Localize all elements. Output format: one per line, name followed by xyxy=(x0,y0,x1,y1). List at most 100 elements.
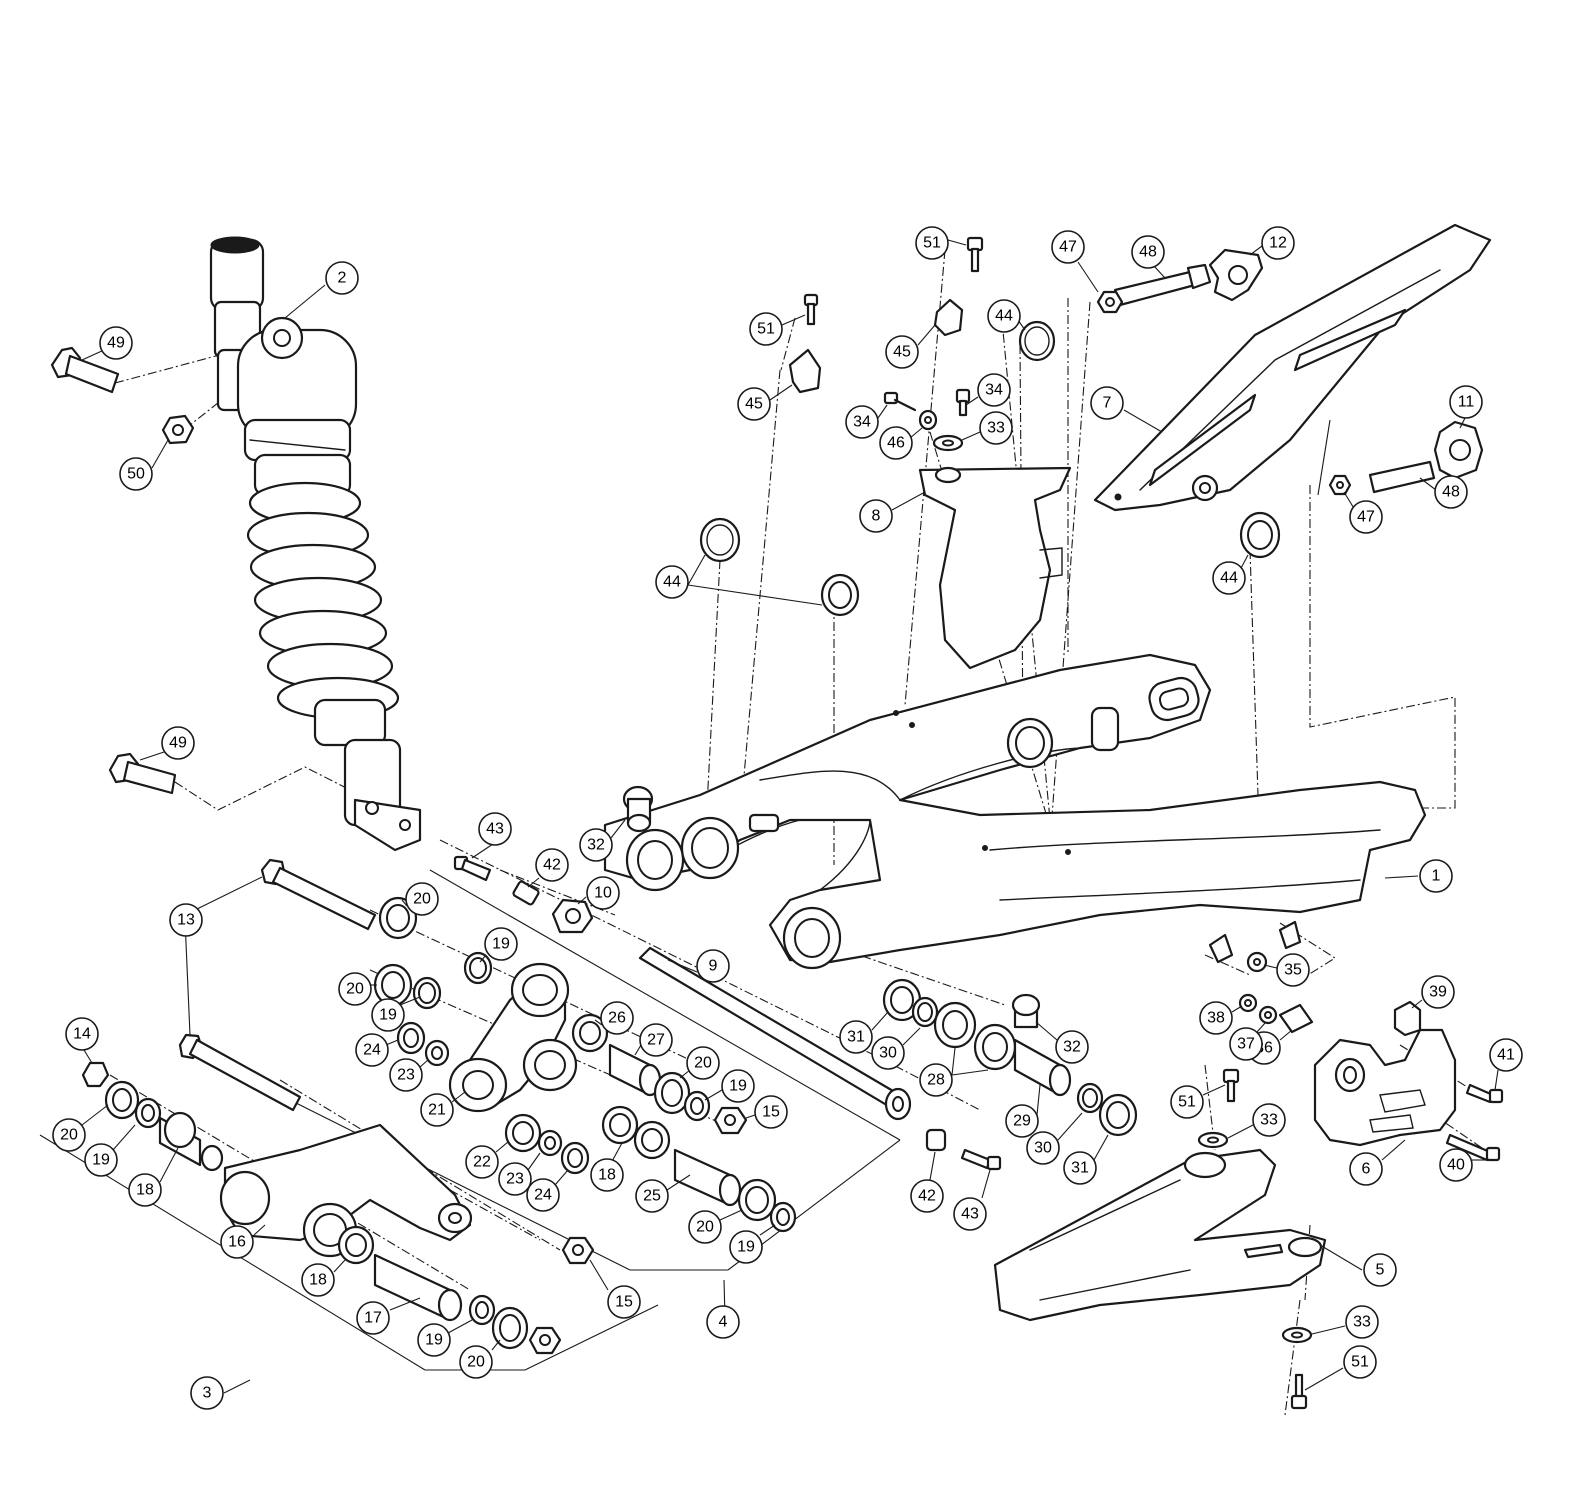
callout-19-f: 19 xyxy=(729,1224,776,1264)
callout-label: 4 xyxy=(719,1314,728,1331)
ring-23-right-part xyxy=(537,1129,563,1157)
callout-18-c: 18 xyxy=(590,1142,624,1192)
callout-label: 46 xyxy=(887,435,905,452)
callout-19-d: 19 xyxy=(84,1124,136,1177)
screw-34-left-part xyxy=(883,391,917,412)
adjuster-bolt-48-upper-part xyxy=(1113,263,1212,307)
callout-label: 51 xyxy=(923,235,941,252)
callout-24-b: 24 xyxy=(526,1169,569,1212)
callout-34-b: 34 xyxy=(965,373,1011,407)
clip-39-part xyxy=(1393,1000,1422,1037)
callout-45-a: 45 xyxy=(737,384,793,421)
bushing-42-lower-part xyxy=(925,1128,947,1152)
callout-19-b: 19 xyxy=(371,996,421,1032)
ring-30-upper-part xyxy=(911,996,939,1028)
callout-label: 48 xyxy=(1442,484,1460,501)
callout-label: 27 xyxy=(647,1032,665,1049)
callout-label: 1 xyxy=(1432,868,1441,885)
callout-label: 23 xyxy=(506,1171,524,1188)
callout-51-a: 51 xyxy=(749,312,806,346)
callout-18-b: 18 xyxy=(301,1259,346,1297)
callout-label: 47 xyxy=(1059,239,1077,256)
bolt-13-lower-part xyxy=(178,1033,302,1112)
pivot-shaft-9-part xyxy=(638,946,912,1121)
callout-label: 34 xyxy=(985,382,1003,399)
callout-label: 47 xyxy=(1357,509,1375,526)
clip-45-top-part xyxy=(933,298,964,337)
seal-20-c-part xyxy=(653,1071,691,1115)
callout-label: 6 xyxy=(1362,1161,1371,1178)
callout-label: 5 xyxy=(1376,1262,1385,1279)
callout-39: 39 xyxy=(1411,975,1455,1009)
bolt-13-upper-part xyxy=(260,858,377,931)
callout-18-a: 18 xyxy=(128,1147,179,1207)
callout-3: 3 xyxy=(190,1376,251,1410)
callout-label: 7 xyxy=(1103,395,1112,412)
callout-23-a: 23 xyxy=(389,1058,429,1092)
chain-adjuster-12-part xyxy=(1208,248,1264,302)
callout-label: 20 xyxy=(696,1219,714,1236)
callout-32-b: 32 xyxy=(1035,1021,1089,1064)
seal-20-b-part xyxy=(373,963,413,1007)
callout-label: 43 xyxy=(961,1206,979,1223)
screw-34-right-part xyxy=(955,388,971,417)
callout-51-d: 51 xyxy=(1304,1345,1377,1391)
callout-8: 8 xyxy=(859,491,926,533)
ring-30-lower-part xyxy=(1076,1082,1104,1114)
swingarm-part xyxy=(603,653,1427,970)
callout-20-a: 20 xyxy=(401,882,439,916)
callout-label: 19 xyxy=(425,1332,443,1349)
callout-label: 50 xyxy=(127,466,145,483)
bearing-26-part xyxy=(571,1013,609,1053)
shock-absorber-part xyxy=(209,236,422,852)
callout-label: 44 xyxy=(663,574,681,591)
callout-label: 32 xyxy=(1063,1039,1081,1056)
cap-44-middle-part xyxy=(820,573,860,617)
callout-26: 26 xyxy=(594,1001,634,1035)
callout-4: 4 xyxy=(706,1279,740,1339)
callout-label: 2 xyxy=(338,270,347,287)
bushing-32-lower-part xyxy=(1011,993,1041,1029)
chain-adjuster-11-part xyxy=(1433,420,1484,480)
screw-51-left-part xyxy=(803,293,819,326)
bolt-49-upper-part xyxy=(50,346,120,394)
callout-label: 15 xyxy=(615,1294,633,1311)
callout-51-c: 51 xyxy=(1170,1084,1226,1119)
callout-label: 19 xyxy=(379,1007,397,1024)
callout-44-b: 44 xyxy=(655,554,823,606)
callout-label: 31 xyxy=(847,1029,865,1046)
callout-1: 1 xyxy=(1384,859,1453,893)
callout-label: 42 xyxy=(918,1188,936,1205)
callout-21: 21 xyxy=(420,1091,466,1127)
spacer-36-part xyxy=(1278,1003,1314,1034)
washer-33-right-part xyxy=(1197,1131,1229,1149)
callout-label: 8 xyxy=(872,508,881,525)
callout-27: 27 xyxy=(634,1023,673,1057)
bolt-41-part xyxy=(1465,1083,1504,1104)
spacer-17-part xyxy=(373,1253,463,1322)
callout-label: 25 xyxy=(643,1188,661,1205)
callout-44-a: 44 xyxy=(987,299,1026,333)
bolt-43-lower-part xyxy=(960,1148,1002,1171)
ring-19-f-part xyxy=(468,1294,496,1326)
callout-7: 7 xyxy=(1090,386,1163,433)
callout-label: 33 xyxy=(1260,1112,1278,1129)
nut-15-upper-part xyxy=(713,1106,748,1135)
callout-49-a: 49 xyxy=(81,326,133,361)
washer-33-bottom-part xyxy=(1281,1326,1313,1344)
callout-50: 50 xyxy=(119,439,169,491)
bearing-18-c-part xyxy=(337,1225,375,1265)
washer-46-part xyxy=(918,409,938,431)
callout-label: 45 xyxy=(893,344,911,361)
callout-51-b: 51 xyxy=(915,226,967,260)
callout-label: 43 xyxy=(486,821,504,838)
callout-30-b: 30 xyxy=(1026,1112,1083,1165)
callout-22: 22 xyxy=(465,1141,509,1179)
callout-label: 49 xyxy=(107,335,125,352)
callout-label: 32 xyxy=(587,837,605,854)
bolt-40-part xyxy=(1445,1133,1501,1162)
callout-label: 26 xyxy=(608,1010,626,1027)
callout-label: 3 xyxy=(203,1385,212,1402)
washer-33-top-part xyxy=(932,434,964,452)
